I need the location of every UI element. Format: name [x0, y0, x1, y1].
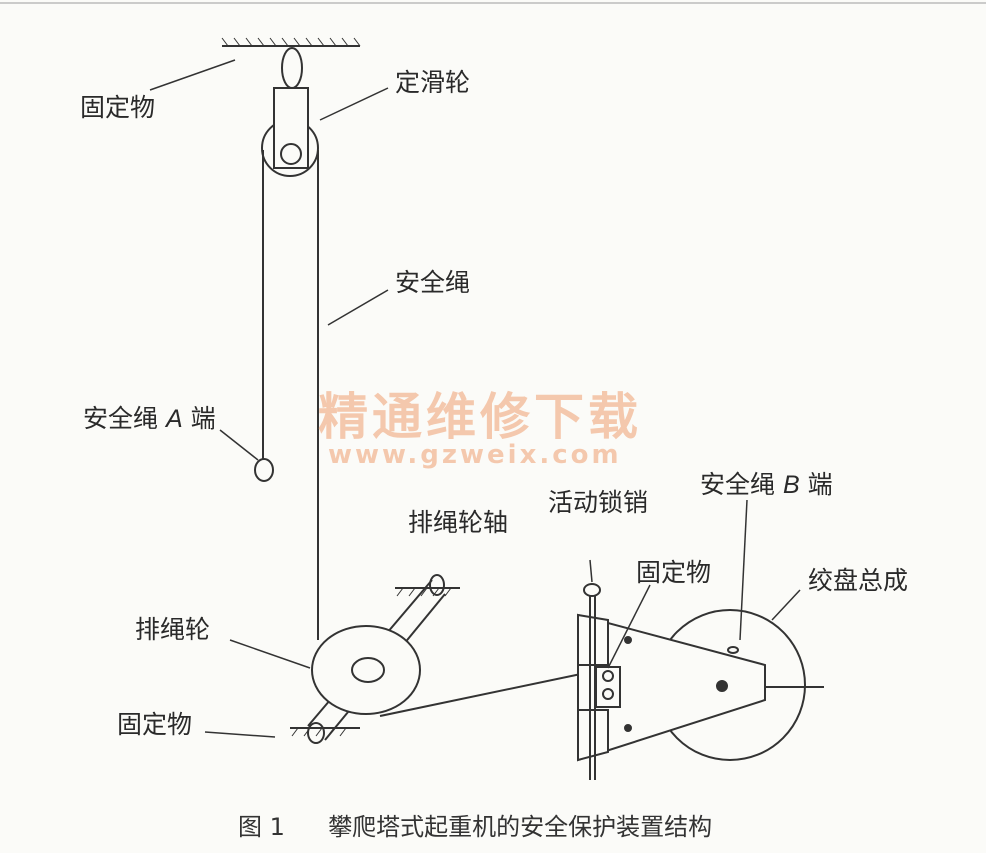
label-fixed-mid: 固定物: [636, 558, 712, 587]
safety-rope: [254, 150, 319, 640]
rope-to-winch: [379, 669, 601, 717]
figure-title: 攀爬塔式起重机的安全保护装置结构: [328, 813, 713, 841]
label-rope-a-prefix: 安全绳: [83, 404, 159, 433]
fixed-pulley: [261, 47, 319, 177]
ceiling-anchor: [221, 37, 361, 47]
label-rope-b-end: 安全绳 B 端: [700, 472, 833, 498]
label-rope-guide-axle: 排绳轮轴: [408, 508, 509, 537]
label-safety-rope: 安全绳: [395, 268, 471, 297]
label-rope-guide-wheel: 排绳轮: [135, 615, 211, 644]
label-rope-b-prefix: 安全绳: [700, 470, 776, 499]
label-rope-b-letter: B: [782, 471, 800, 499]
label-winch-assembly: 绞盘总成: [808, 566, 909, 595]
winch-assembly: [577, 609, 824, 762]
watermark-url: www.gzweix.com: [328, 440, 622, 470]
label-rope-a-suffix: 端: [190, 404, 216, 433]
label-fixed-top: 固定物: [80, 93, 156, 122]
label-rope-a-letter: A: [165, 405, 183, 433]
leader-lines: [149, 59, 801, 738]
figure-number: 图 1: [238, 813, 285, 841]
watermark-title: 精通维修下载: [318, 388, 642, 446]
label-fixed-bottom: 固定物: [117, 710, 193, 739]
movable-lock-pin: [583, 583, 601, 780]
label-rope-a-end: 安全绳 A 端: [83, 406, 216, 432]
label-movable-lock-pin: 活动锁销: [548, 488, 649, 517]
label-fixed-pulley: 定滑轮: [395, 68, 471, 97]
rope-guide-assembly: [290, 574, 460, 744]
figure-caption: 图 1 攀爬塔式起重机的安全保护装置结构: [238, 815, 712, 839]
label-rope-b-suffix: 端: [807, 470, 833, 499]
